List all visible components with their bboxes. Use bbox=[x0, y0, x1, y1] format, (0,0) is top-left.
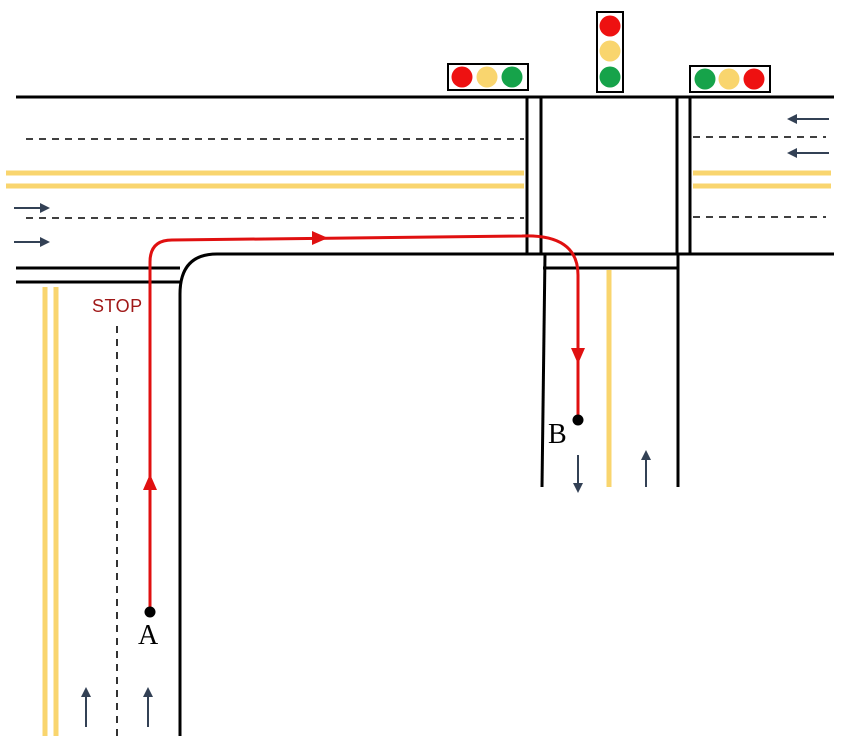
point-a-dot bbox=[144, 606, 156, 618]
corner-curb bbox=[178, 252, 218, 736]
yellow-lamp bbox=[599, 40, 621, 62]
yellow-lamp bbox=[718, 68, 740, 90]
green-lamp bbox=[501, 66, 523, 88]
point-a-label: A bbox=[138, 620, 159, 651]
route-arrow-icon bbox=[312, 231, 328, 245]
green-lamp bbox=[694, 68, 716, 90]
red-lamp bbox=[599, 15, 621, 37]
north-traffic-light bbox=[596, 11, 624, 93]
east-side-road-left-edge bbox=[540, 253, 547, 488]
red-lamp bbox=[451, 66, 473, 88]
yellow-lamp bbox=[476, 66, 498, 88]
route-path bbox=[148, 234, 580, 612]
route-arrow-icon bbox=[143, 474, 157, 490]
route-arrow-icon bbox=[571, 348, 585, 364]
red-lamp bbox=[743, 68, 765, 90]
green-lamp bbox=[599, 66, 621, 88]
stop-label: STOP bbox=[92, 296, 143, 316]
west-traffic-light bbox=[447, 63, 529, 91]
east-traffic-light bbox=[689, 65, 771, 93]
point-b-dot bbox=[572, 414, 584, 426]
point-b-label: B bbox=[548, 419, 567, 450]
